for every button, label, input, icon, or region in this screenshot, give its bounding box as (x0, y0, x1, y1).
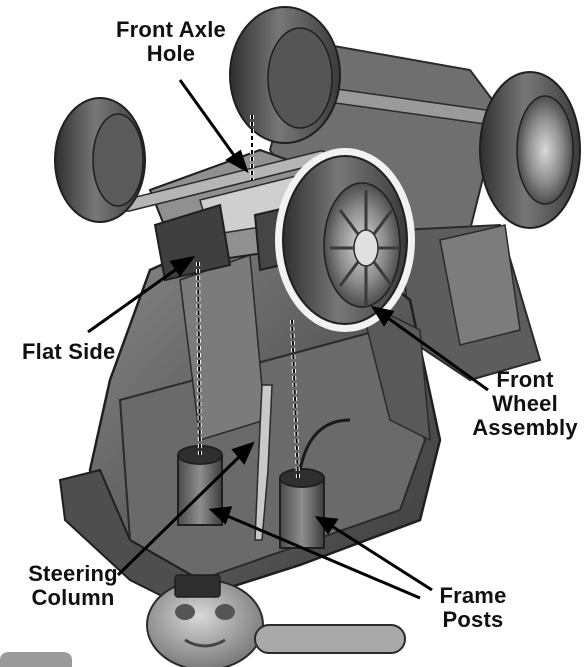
rear-left-wheel (229, 6, 341, 144)
steering-column-label-line1: Steering (28, 561, 118, 586)
frame-posts-label-line2: Posts (442, 607, 504, 632)
steering-column-label-line2: Column (31, 585, 115, 610)
front-axle-hole-label-line1: Front Axle (116, 17, 226, 42)
front-left-wheel (54, 97, 146, 223)
frame-posts-label-line1: Frame (439, 583, 507, 608)
front-wheel-assembly-label: Front Wheel Assembly (470, 368, 580, 440)
corner-tab (0, 652, 72, 667)
front-axle-hole-label-line2: Hole (146, 41, 196, 66)
front-wheel-assembly-label-line1: Front (496, 367, 554, 392)
front-head (146, 574, 406, 667)
front-wheel-assembly-label-line3: Assembly (472, 415, 578, 440)
front-right-wheel-assembly (275, 148, 415, 332)
flat-side-label: Flat Side (22, 339, 116, 364)
steering-column (254, 384, 273, 541)
front-wheel-assembly-label-line2: Wheel (492, 391, 558, 416)
frame-posts-label: Frame Posts (418, 584, 528, 632)
frame-posts (177, 445, 325, 549)
leader-lines (87, 79, 489, 600)
wire (298, 418, 351, 471)
steering-column-label: Steering Column (8, 562, 138, 610)
front-axle-hole-label: Front Axle Hole (96, 18, 246, 66)
rear-right-wheel (479, 71, 581, 229)
